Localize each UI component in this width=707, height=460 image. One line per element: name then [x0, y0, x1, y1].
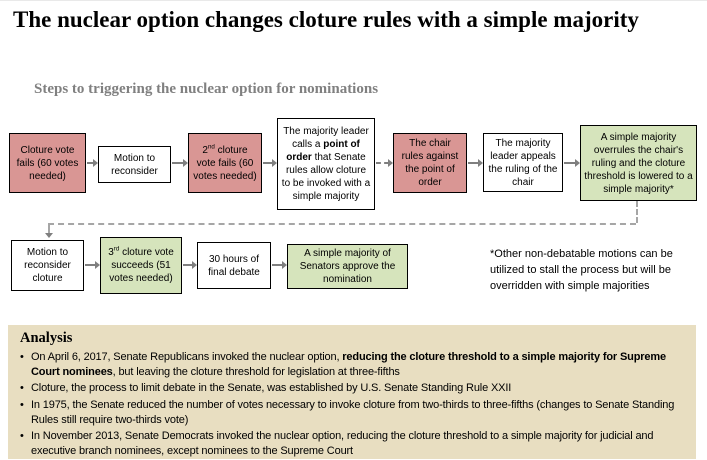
connector-segment	[48, 223, 636, 225]
analysis-bullet: On April 6, 2017, Senate Republicans inv…	[18, 350, 684, 380]
page-title: The nuclear option changes cloture rules…	[13, 7, 639, 32]
flow-arrow	[183, 261, 197, 270]
arrow-line	[85, 264, 96, 266]
flow-node-chair-rules-against: The chair rules against the point of ord…	[393, 133, 467, 193]
flow-arrow	[263, 159, 277, 168]
flow-node-label: The majority leader calls a point of ord…	[281, 126, 371, 202]
bullet-text: On April 6, 2017, Senate Republicans inv…	[31, 351, 666, 379]
page-subtitle: Steps to triggering the nuclear option f…	[34, 81, 379, 97]
analysis-bullet: Cloture, the process to limit debate in …	[18, 381, 684, 396]
flow-node-third-cloture-vote-succeeds: 3rd cloture vote succeeds (51 votes need…	[100, 237, 182, 294]
flow-node-label: 3rd cloture vote succeeds (51 votes need…	[108, 245, 174, 284]
arrow-line	[87, 162, 94, 164]
flow-node-label: A simple majority overrules the chair's …	[584, 131, 693, 195]
arrow-line	[263, 162, 273, 164]
arrow-line	[468, 162, 479, 164]
arrow-right-icon	[93, 159, 98, 167]
bullet-text: In 1975, the Senate reduced the number o…	[31, 398, 675, 426]
arrow-line	[564, 162, 576, 164]
arrow-right-icon	[272, 159, 277, 167]
flow-node-leader-appeals-ruling: The majority leader appeals the ruling o…	[483, 133, 563, 192]
arrow-right-icon	[388, 159, 393, 167]
flow-node-label: The chair rules against the point of ord…	[401, 138, 459, 188]
flow-arrow	[468, 159, 483, 168]
flow-node-cloture-vote-fails: Cloture vote fails (60 votes needed)	[9, 133, 86, 193]
bullet-text: Cloture, the process to limit debate in …	[31, 382, 512, 395]
connector-segment	[48, 225, 50, 233]
arrow-line	[376, 162, 389, 164]
flow-arrow	[87, 159, 98, 168]
flow-node-label: Motion to reconsider	[111, 152, 158, 177]
bullet-text: In November 2013, Senate Democrats invok…	[31, 429, 654, 458]
flow-arrow	[376, 159, 393, 168]
flow-node-label: Motion to reconsider cloture	[24, 247, 71, 284]
analysis-panel: Analysis On April 6, 2017, Senate Republ…	[8, 325, 696, 459]
arrow-down-icon	[45, 233, 53, 238]
arrow-right-icon	[478, 159, 483, 167]
connector-segment	[636, 201, 638, 223]
arrow-right-icon	[192, 261, 197, 269]
flow-node-second-cloture-vote-fails: 2nd cloture vote fails (60 votes needed)	[188, 133, 262, 193]
flow-node-label: A simple majority of Senators approve th…	[299, 248, 396, 285]
flow-node-majority-approves-nomination: A simple majority of Senators approve th…	[287, 244, 408, 289]
arrow-right-icon	[282, 261, 287, 269]
flow-node-label: 2nd cloture vote fails (60 votes needed)	[193, 143, 257, 182]
flow-node-point-of-order: The majority leader calls a point of ord…	[277, 118, 375, 210]
flow-node-motion-reconsider-cloture: Motion to reconsider cloture	[11, 240, 84, 291]
flow-node-simple-majority-overrules: A simple majority overrules the chair's …	[580, 125, 697, 201]
arrow-line	[172, 162, 184, 164]
footnote: *Other non-debatable motions can be util…	[490, 248, 673, 292]
arrow-line	[272, 264, 283, 266]
flow-arrow	[85, 261, 100, 270]
analysis-bullet: In 1975, the Senate reduced the number o…	[18, 398, 684, 428]
analysis-heading: Analysis	[20, 330, 73, 346]
flow-node-thirty-hours-debate: 30 hours of final debate	[197, 242, 271, 289]
flow-node-label: 30 hours of final debate	[208, 253, 260, 278]
flow-arrow	[272, 261, 287, 270]
arrow-right-icon	[183, 159, 188, 167]
flow-node-label: The majority leader appeals the ruling o…	[488, 137, 558, 188]
arrow-right-icon	[575, 159, 580, 167]
flow-node-label: Cloture vote fails (60 votes needed)	[16, 144, 79, 182]
arrow-right-icon	[95, 261, 100, 269]
flow-arrow	[564, 159, 580, 168]
flow-arrow	[172, 159, 188, 168]
analysis-bullet: In November 2013, Senate Democrats invok…	[18, 429, 684, 459]
arrow-line	[183, 264, 193, 266]
flow-node-motion-to-reconsider: Motion to reconsider	[98, 146, 171, 183]
